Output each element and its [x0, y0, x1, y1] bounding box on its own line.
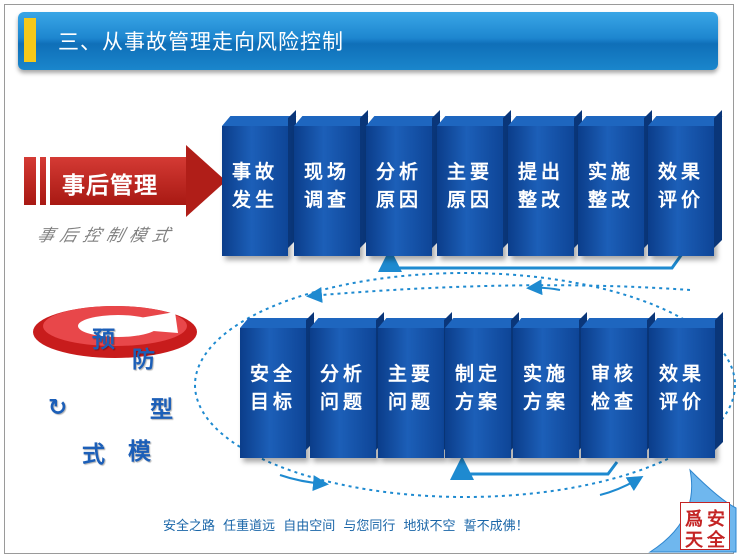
cycle-char: 防 — [132, 347, 155, 373]
return-arrow-bottom — [450, 456, 619, 480]
after-management-sub-label: 事后控制模式 — [34, 226, 179, 246]
cycle-char: 模 — [128, 439, 151, 465]
cycle-char: ↻ — [48, 395, 68, 421]
loop-arrow-left — [279, 474, 329, 492]
after-arrow — [24, 157, 186, 205]
after-management-label: 事后管理 — [62, 173, 158, 199]
loop-arrow-right — [599, 475, 644, 496]
cycle-graphic — [33, 306, 197, 358]
seal-stamp: 爲 安 天 全 — [680, 502, 730, 551]
title-bar — [18, 12, 718, 70]
arrow-stripe — [36, 157, 40, 205]
arrow-stripe — [46, 157, 50, 205]
prevention-loop — [194, 272, 736, 498]
slide-title: 三、从事故管理走向风险控制 — [58, 30, 344, 54]
dotted-arrow-top — [306, 284, 691, 303]
cycle-char: 型 — [150, 397, 173, 423]
return-arrow-top — [378, 248, 684, 272]
cycle-char: 式 — [82, 442, 105, 468]
slide-frame — [4, 4, 734, 554]
cycle-char: 预 — [92, 327, 115, 353]
footer-slogan: 安全之路 任重道远 自由空间 与您同行 地狱不空 誓不成佛！ — [163, 519, 529, 534]
after-arrow-head — [186, 145, 226, 217]
loop-arrow-top — [526, 279, 561, 296]
title-accent — [24, 18, 36, 62]
